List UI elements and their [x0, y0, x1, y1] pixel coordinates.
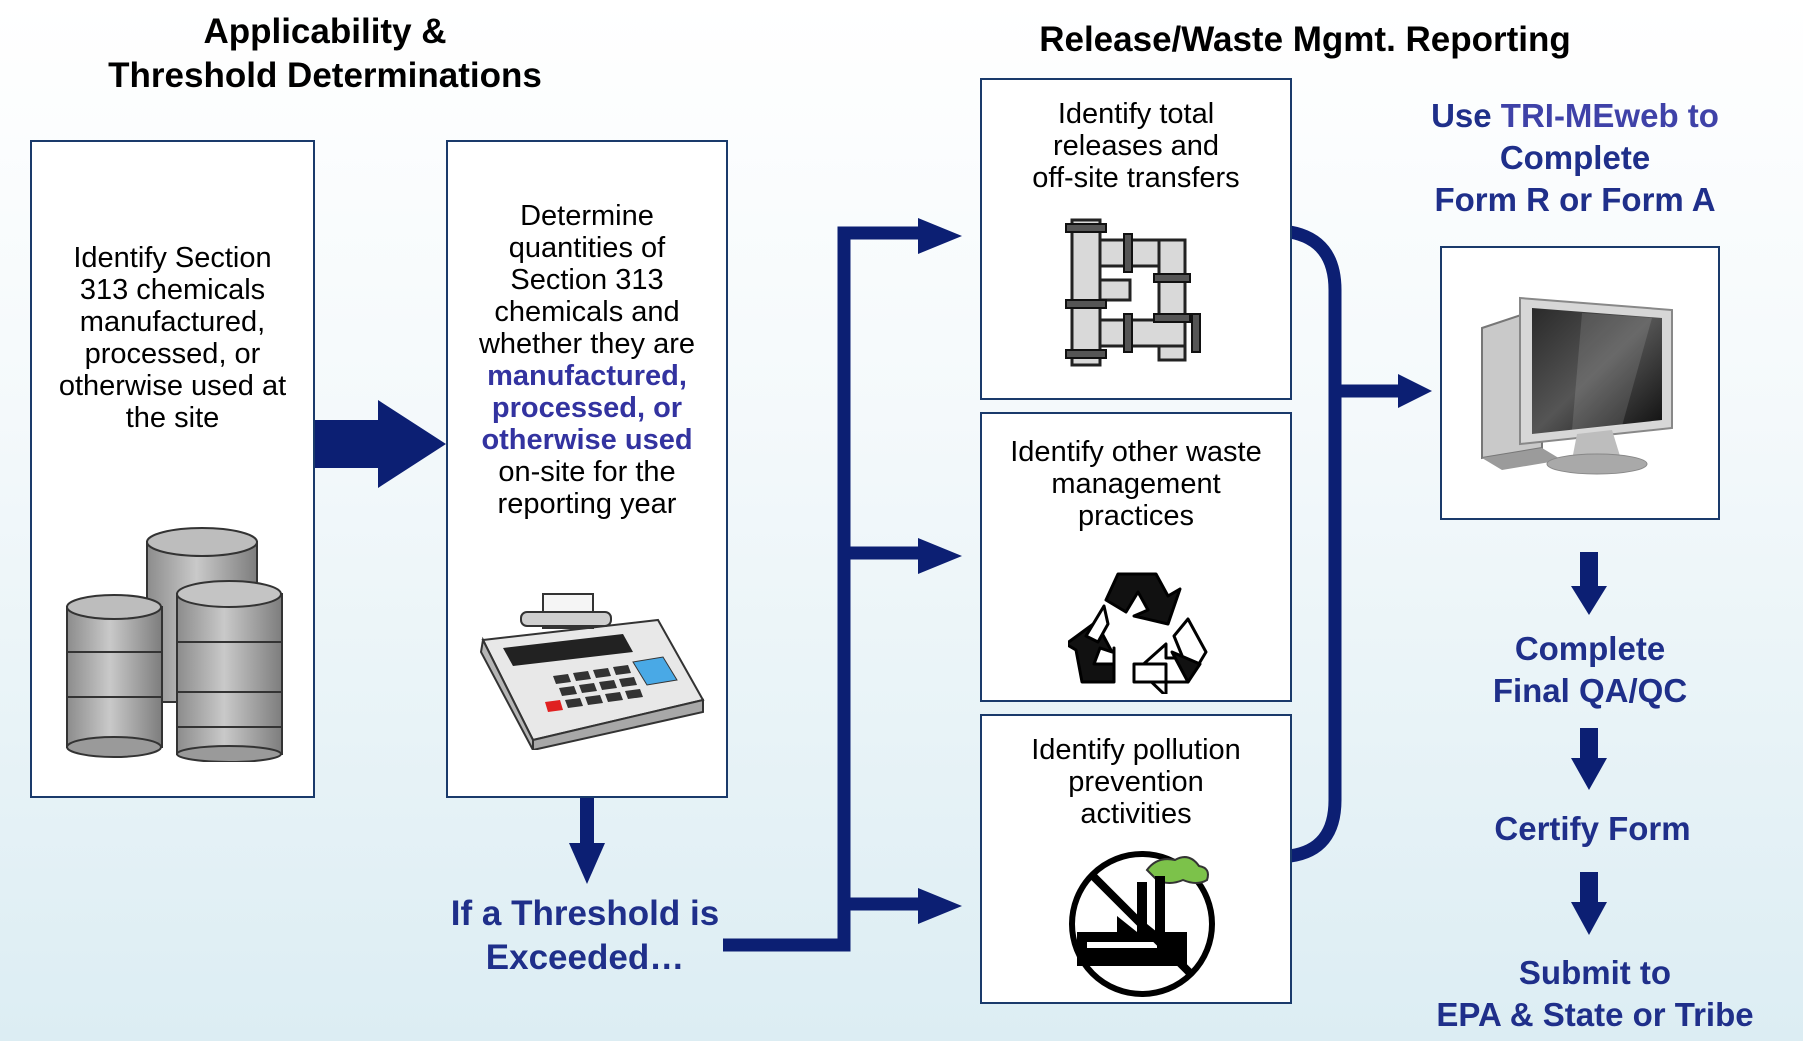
box5-line: Identify pollution — [1031, 734, 1241, 766]
box2-line: chemicals and — [494, 296, 680, 328]
arrow-down-head — [569, 843, 605, 884]
right-bracket — [1288, 225, 1342, 863]
step-submit-line1: Submit to — [1518, 954, 1672, 991]
box1-line: 313 chemicals — [79, 274, 266, 306]
calculator-icon — [479, 593, 705, 750]
step-arrow-3-shaft — [1580, 872, 1598, 906]
box2-line: quantities of — [508, 232, 666, 264]
box5-text: Identify pollution prevention activities — [982, 734, 1290, 830]
threshold-line2: Exceeded… — [485, 938, 685, 977]
threshold-exceeded-text: If a Threshold is Exceeded… — [430, 892, 740, 980]
box-computer — [1440, 246, 1720, 520]
recycle-icon — [1068, 572, 1208, 694]
step-final-qa: Complete Final QA/QC — [1440, 628, 1740, 712]
step-arrow-3-head — [1571, 902, 1607, 935]
box2-highlight-line: manufactured, — [487, 360, 687, 392]
box-pollution-prevention: Identify pollution prevention activities — [980, 714, 1292, 1004]
barrels-icon — [66, 527, 283, 762]
box-identify-chemicals: Identify Section 313 chemicals manufactu… — [30, 140, 315, 798]
step-arrow-1-shaft — [1580, 552, 1598, 590]
arrow-down-shaft — [580, 797, 594, 847]
box1-line: manufactured, — [79, 306, 266, 338]
box2-text: Determine quantities of Section 313 chem… — [448, 200, 726, 520]
step-final-qa-line1: Complete — [1514, 630, 1666, 667]
arrowhead-middle — [918, 538, 962, 574]
box2-line: whether they are — [478, 328, 695, 360]
box3-line: off-site transfers — [1032, 162, 1240, 194]
box1-text: Identify Section 313 chemicals manufactu… — [32, 242, 313, 434]
step-arrow-2-head — [1571, 758, 1607, 790]
box-total-releases: Identify total releases and off-site tra… — [980, 78, 1292, 400]
box4-line: Identify other waste — [1010, 436, 1262, 468]
box1-line: processed, or — [84, 338, 261, 370]
step-certify-form: Certify Form — [1494, 810, 1691, 847]
pipes-icon — [1065, 218, 1201, 367]
heading-release-reporting: Release/Waste Mgmt. Reporting — [1039, 20, 1571, 59]
arrowhead-bottom — [918, 888, 962, 924]
box2-line: Section 313 — [510, 264, 664, 296]
tri-prefix: Use — [1431, 97, 1501, 134]
step-submit: Submit to EPA & State or Tribe — [1410, 952, 1780, 1036]
arrowhead-top — [918, 218, 962, 254]
box1-line: the site — [125, 402, 220, 434]
step-final-qa-line2: Final QA/QC — [1492, 672, 1688, 709]
box1-line: otherwise used at — [58, 370, 287, 402]
box4-line: management — [1051, 468, 1221, 500]
tri-line3: Form R or Form A — [1434, 181, 1716, 218]
box-determine-quantities: Determine quantities of Section 313 chem… — [446, 140, 728, 798]
threshold-line1: If a Threshold is — [450, 894, 720, 933]
box2-line: Determine — [520, 200, 654, 232]
no-factory-icon — [1069, 851, 1215, 997]
box4-line: practices — [1077, 500, 1195, 532]
box-waste-management: Identify other waste management practice… — [980, 412, 1292, 702]
box5-line: activities — [1080, 798, 1192, 830]
box1-line: Identify Section — [73, 242, 272, 274]
box2-line: on-site for the — [498, 456, 676, 488]
box3-line: releases and — [1052, 130, 1220, 162]
tri-line2: Complete — [1499, 139, 1651, 176]
tri-line1: Use TRI-MEweb to — [1395, 95, 1755, 137]
step-submit-line2: EPA & State or Tribe — [1436, 996, 1754, 1033]
box3-line: Identify total — [1057, 98, 1215, 130]
arrowhead-computer — [1398, 374, 1432, 408]
tri-meweb-link[interactable]: TRI-MEweb to — [1500, 97, 1719, 134]
heading-applicability-line2: Threshold Determinations — [108, 56, 542, 95]
box5-line: prevention — [1068, 766, 1204, 798]
computer-icon — [1481, 296, 1673, 475]
box2-line: reporting year — [497, 488, 677, 520]
box4-text: Identify other waste management practice… — [982, 436, 1290, 532]
box2-highlight-line: processed, or — [491, 392, 683, 424]
box3-text: Identify total releases and off-site tra… — [982, 98, 1290, 194]
heading-applicability: Applicability & Threshold Determinations — [60, 10, 590, 98]
arrow-box1-to-box2 — [314, 400, 446, 488]
step-arrow-2-shaft — [1580, 728, 1598, 762]
box2-highlight-line: otherwise used — [481, 424, 693, 456]
tri-meweb-heading: Use TRI-MEweb to Complete Form R or Form… — [1395, 95, 1755, 221]
heading-applicability-line1: Applicability & — [203, 12, 447, 51]
step-arrow-1-head — [1571, 586, 1607, 615]
threshold-connector — [723, 226, 920, 952]
